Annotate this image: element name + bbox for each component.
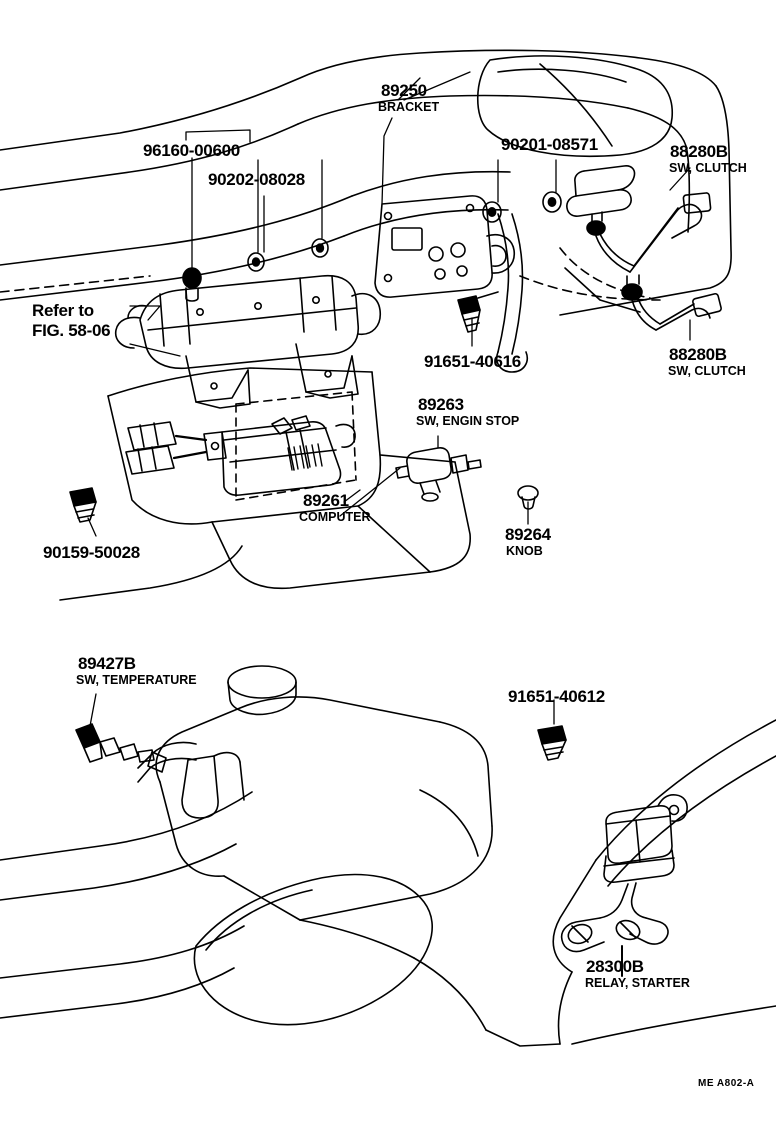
label-88280B-bottom-desc: SW, CLUTCH — [668, 364, 746, 378]
diagram-footer-code: ME A802-A — [698, 1078, 755, 1089]
instrument-cluster-bracket — [114, 274, 382, 409]
bolt-90159-50028 — [69, 487, 97, 523]
label-89250-desc: BRACKET — [378, 100, 440, 114]
fastener-90202-a — [247, 252, 265, 272]
refer-to-line2: FIG. 58-06 — [32, 321, 111, 340]
label-28300B-number: 28300B — [586, 957, 644, 976]
fastener-90201-a — [482, 201, 502, 223]
bracket-plate-89250 — [374, 195, 516, 298]
bolt-91651-40616 — [457, 295, 481, 333]
temperature-switch — [75, 723, 167, 773]
front-body-outline — [0, 665, 776, 1047]
label-91651-40616-number: 91651-40616 — [424, 352, 521, 371]
engine-stop-switch — [395, 447, 482, 502]
label-89263-desc: SW, ENGIN STOP — [416, 414, 520, 428]
label-89264-desc: KNOB — [506, 544, 543, 558]
label-89427B-desc: SW, TEMPERATURE — [76, 673, 197, 687]
fastener-96160 — [182, 267, 202, 302]
label-89261-desc: COMPUTER — [299, 510, 371, 524]
dash-panel-outline — [0, 49, 732, 601]
label-89263-number: 89263 — [418, 395, 464, 414]
label-91651-40612-number: 91651-40612 — [508, 687, 605, 706]
clutch-switch-bottom — [621, 274, 722, 331]
label-90159-number: 90159-50028 — [43, 543, 140, 562]
label-90202-number: 90202-08028 — [208, 170, 305, 189]
label-88280B-top-number: 88280B — [670, 142, 728, 161]
computer-module — [125, 391, 357, 501]
fastener-90201-b — [542, 191, 562, 213]
label-96160-number: 96160-00600 — [143, 141, 240, 160]
label-88280B-top-desc: SW, CLUTCH — [669, 161, 747, 175]
label-89261-number: 89261 — [303, 491, 349, 510]
pedal-linkage — [477, 213, 528, 373]
leader-lines — [87, 71, 691, 963]
label-90201-number: 90201-08571 — [501, 135, 598, 154]
refer-to-line1: Refer to — [32, 301, 94, 320]
clutch-switch-top — [566, 165, 712, 273]
label-89264-number: 89264 — [505, 525, 551, 544]
label-88280B-bottom-number: 88280B — [669, 345, 727, 364]
bolt-91651-40612 — [537, 725, 567, 761]
label-89250-number: 89250 — [381, 81, 427, 100]
label-89427B-number: 89427B — [78, 654, 136, 673]
fastener-90202-b — [311, 238, 329, 258]
label-28300B-desc: RELAY, STARTER — [585, 976, 690, 990]
starter-relay — [560, 794, 688, 977]
